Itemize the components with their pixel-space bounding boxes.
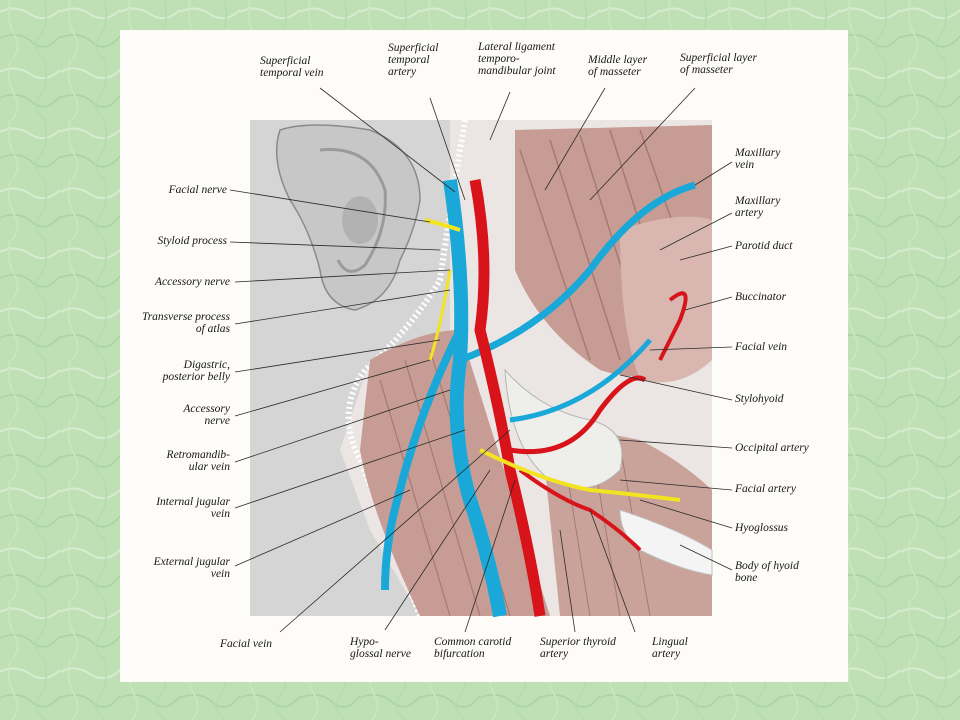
label-buccinator: Buccinator [735,291,787,303]
label-external-jugular-vein: External jugular vein [153,556,230,580]
label-facial-vein-bottom: Facial vein [220,638,273,650]
label-hypoglossal-nerve: Hypo- glossal nerve [350,636,412,660]
label-accessory-nerve-1: Accessory nerve [154,276,230,288]
facial-nerve [424,218,461,232]
label-lingual-artery: Lingual artery [652,636,688,660]
anatomy-plate: Superficial temporal vein Superficial te… [120,30,848,682]
label-internal-jugular-vein: Internal jugular vein [156,496,230,520]
label-styloid-process: Styloid process [157,235,227,247]
label-middle-layer-masseter: Middle layer of masseter [588,54,648,78]
label-accessory-nerve-2: Accessory nerve [183,403,230,427]
label-stylohyoid: Stylohyoid [735,393,784,405]
sternocleidomastoid [360,330,550,616]
leader-lines [229,87,733,633]
label-digastric: Digastric, posterior belly [162,359,230,383]
label-hyoglossus: Hyoglossus [735,522,789,534]
label-lateral-ligament: Lateral ligament temporo- mandibular joi… [478,41,556,77]
label-parotid-duct: Parotid duct [735,240,793,252]
label-superficial-layer-masseter: Superficial layer of masseter [680,52,757,76]
label-facial-artery: Facial artery [735,483,796,495]
facial-vein [458,181,696,364]
facial-artery [509,375,647,455]
label-maxillary-vein: Maxillary vein [735,147,781,171]
label-body-of-hyoid: Body of hyoid bone [735,560,799,584]
external-jugular-vein [381,328,464,591]
label-transverse-process: Transverse process of atlas [141,311,230,335]
label-facial-nerve: Facial nerve [168,184,227,196]
label-maxillary-artery: Maxillary artery [735,195,781,219]
neck-dissection-illustration [250,119,713,618]
internal-jugular-vein [443,178,507,618]
label-superficial-temporal-vein: Superficial temporal vein [260,55,324,79]
label-common-carotid: Common carotid bifurcation [434,636,512,660]
hypoglossal-nerve [479,448,681,502]
common-carotid-artery [469,178,546,617]
label-retromandibular-vein: Retromandib- ular vein [166,449,230,473]
label-occipital-artery: Occipital artery [735,442,809,454]
accessory-nerve [428,269,452,361]
label-facial-vein-right: Facial vein [735,341,788,353]
label-superficial-temporal-artery: Superficial temporal artery [388,42,439,78]
label-superior-thyroid: Superior thyroid artery [540,636,616,660]
